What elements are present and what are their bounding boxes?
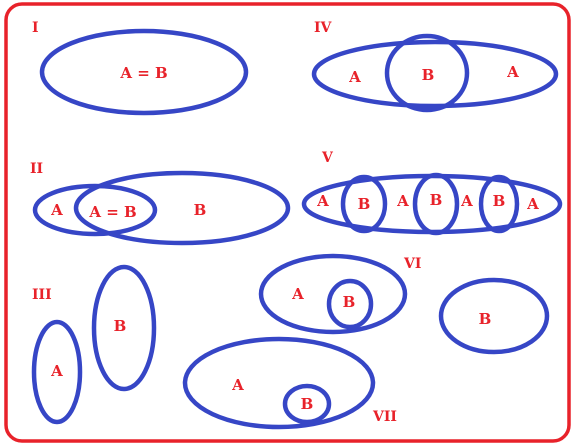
case-v-numeral: V [321,150,334,166]
case-vii-numeral: VII [372,409,397,425]
case-vii-label-b: B [301,395,314,413]
case-iii-ellipse-a [31,319,83,425]
case-v-ellipse-b-3 [478,174,520,234]
case-iv-label-a-right: A [506,63,519,81]
case-vi-label-b-inner: B [343,293,356,311]
case-vii: VII A B [182,336,397,430]
case-vi-label-a: A [291,285,304,303]
case-v-label-a-4: A [526,195,539,213]
case-ii-label-b: B [194,201,207,219]
case-iii: III A B [31,264,157,425]
case-v-label-b-1: B [358,195,371,213]
case-iii-ellipse-b [91,264,157,392]
case-v-label-b-3: B [493,192,506,210]
case-v-ellipse-b-2 [412,172,460,236]
case-ii-ellipse-b [73,170,291,246]
case-iii-label-b: B [114,317,127,335]
case-ii-label-a: A [50,201,63,219]
case-i-label-a-equals-b: A = B [119,64,167,82]
case-iii-numeral: III [32,287,52,303]
case-ii-label-a-equals-b: A = B [88,203,136,221]
case-vi-ellipse-b-separate [438,277,550,355]
case-i-numeral: I [32,20,39,36]
case-v-label-a-1: A [316,192,329,210]
case-vi-numeral: VI [403,256,421,272]
case-vi-ellipse-b-inner [326,278,374,330]
diagram-frame [4,2,571,443]
case-iv-label-a-left: A [348,68,361,86]
case-vii-ellipse-a [182,336,376,430]
case-i: I A = B [32,20,249,116]
case-v-ellipse-b-1 [340,174,388,234]
case-v-label-a-3: A [460,192,473,210]
case-iv-numeral: IV [314,20,333,36]
case-vii-label-a: A [231,376,244,394]
case-vii-ellipse-b [282,383,332,425]
case-vi-ellipse-a [258,253,408,335]
case-ii-numeral: II [30,161,43,177]
case-iv: IV A B A [311,20,559,113]
case-iv-label-b: B [422,66,435,84]
case-v: V A B A B A B A [301,150,563,236]
case-iv-ellipse-a [311,39,559,109]
case-i-ellipse-a-equals-b [39,28,249,116]
case-iv-ellipse-b [384,33,470,113]
case-ii: II A A = B B [30,161,291,246]
case-iii-label-a: A [50,362,63,380]
case-vi-label-b-separate: B [479,310,492,328]
case-vi: VI A B B [258,253,550,355]
case-v-label-a-2: A [396,192,409,210]
case-v-label-b-2: B [430,191,443,209]
